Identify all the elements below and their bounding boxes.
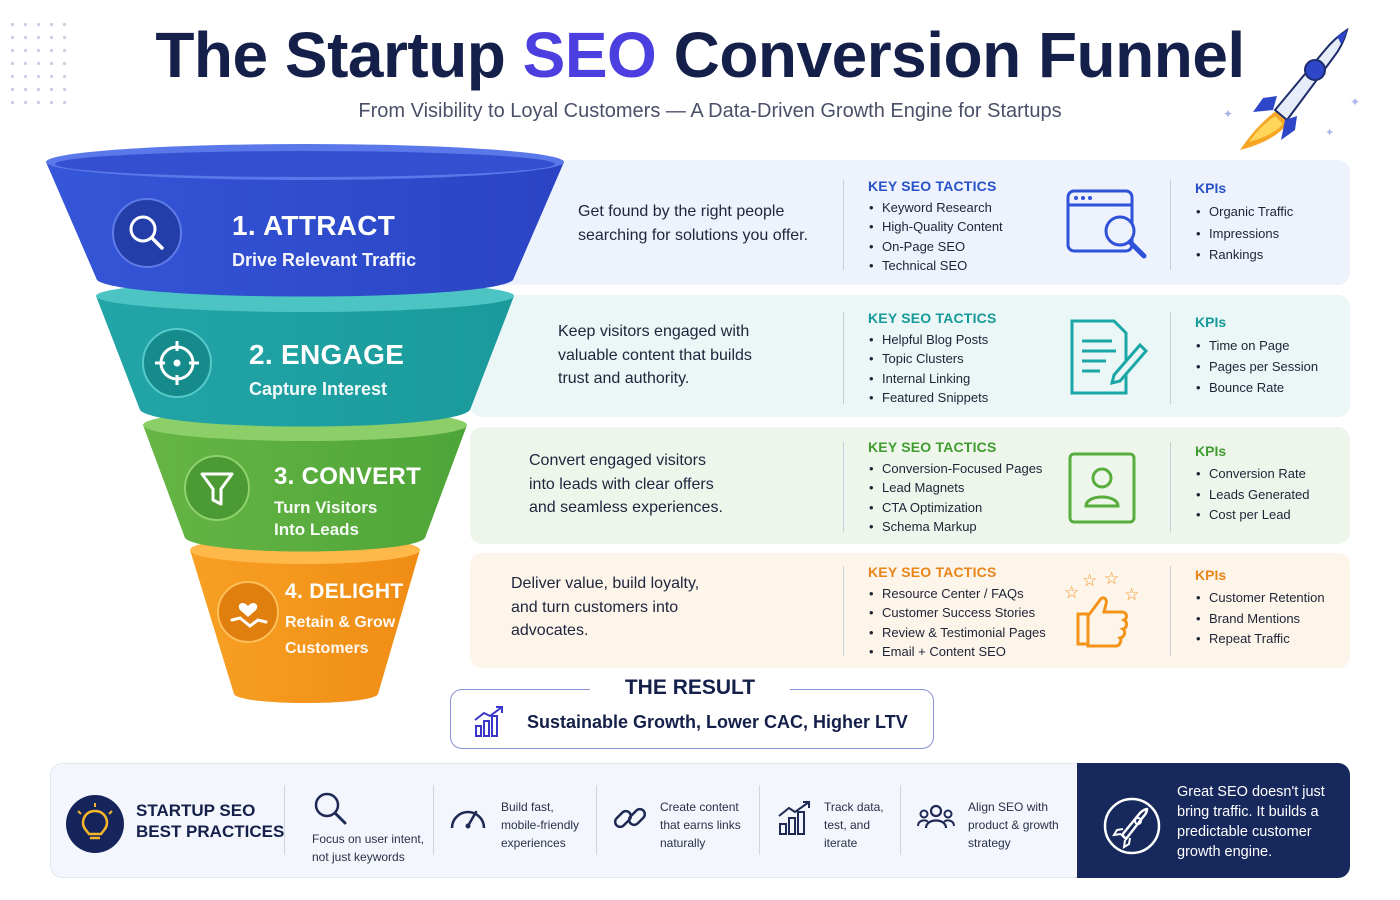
list-item: Conversion Rate	[1195, 464, 1360, 485]
list-item: Helpful Blog Posts	[868, 330, 1078, 350]
svg-text:✦: ✦	[1325, 127, 1334, 139]
list-item: Brand Mentions	[1195, 609, 1360, 630]
list-item: Keyword Research	[868, 198, 1078, 218]
list-item: Organic Traffic	[1195, 201, 1360, 223]
funnel-rim	[96, 280, 514, 312]
separator	[1170, 442, 1171, 532]
tip-1-text: Focus on user intent,not just keywords	[312, 832, 425, 864]
filter-icon	[184, 455, 250, 521]
svg-text:✦: ✦	[1350, 95, 1360, 109]
stage-3-kpis: KPIs Conversion Rate Leads Generated Cos…	[1195, 443, 1360, 526]
stage-2-label: 2. ENGAGE Capture Interest	[249, 339, 405, 399]
speedometer-icon	[450, 810, 486, 829]
link-icon	[613, 807, 647, 829]
result-text: Sustainable Growth, Lower CAC, Higher LT…	[527, 712, 908, 732]
separator	[1170, 566, 1171, 656]
search-icon	[112, 198, 182, 268]
thumbs-up-stars-icon: ☆ ☆ ☆ ☆	[1064, 570, 1139, 648]
separator	[433, 785, 434, 855]
separator	[843, 180, 844, 270]
funnel-rim	[143, 409, 467, 441]
list-item: Internal Linking	[868, 369, 1078, 389]
quote-panel	[1077, 763, 1350, 878]
list-item: Technical SEO	[868, 256, 1078, 276]
separator	[1170, 180, 1171, 270]
separator	[843, 566, 844, 656]
svg-text:☆: ☆	[1064, 583, 1079, 602]
target-icon	[142, 328, 212, 398]
stage-2-tactics: KEY SEO TACTICS Helpful Blog Posts Topic…	[868, 310, 1078, 407]
separator	[843, 442, 844, 532]
list-item: Lead Magnets	[868, 478, 1078, 498]
svg-text:✦: ✦	[1223, 107, 1233, 121]
handshake-heart-icon	[217, 581, 279, 643]
stage-3-tactics: KEY SEO TACTICS Conversion-Focused Pages…	[868, 439, 1078, 536]
growth-chart-icon	[474, 706, 503, 737]
list-item: Pages per Session	[1195, 356, 1360, 377]
decorative-dot-grid	[6, 18, 66, 108]
list-item: Email + Content SEO	[868, 642, 1078, 662]
list-item: Repeat Traffic	[1195, 629, 1360, 650]
bar-chart-icon	[778, 801, 810, 835]
stage-1-tactics: KEY SEO TACTICS Keyword Research High-Qu…	[868, 178, 1078, 275]
result-label: THE RESULT	[590, 676, 790, 700]
list-item: On-Page SEO	[868, 237, 1078, 257]
profile-card-icon	[1068, 452, 1136, 524]
magnifier-icon	[314, 792, 347, 825]
rocket-icon	[1103, 797, 1161, 855]
svg-text:☆: ☆	[1104, 570, 1119, 588]
svg-text:☆: ☆	[1124, 585, 1139, 604]
page-title: The Startup SEO Conversion Funnel	[155, 19, 1245, 91]
stage-1-kpis: KPIs Organic Traffic Impressions Ranking…	[1195, 180, 1360, 266]
page-subtitle: From Visibility to Loyal Customers — A D…	[358, 100, 1062, 122]
list-item: Schema Markup	[868, 517, 1078, 537]
list-item: Customer Success Stories	[868, 603, 1078, 623]
stage-4-tactics: KEY SEO TACTICS Resource Center / FAQs C…	[868, 564, 1078, 661]
svg-text:☆: ☆	[1082, 571, 1097, 590]
stage-4-description: Deliver value, build loyalty,and turn cu…	[511, 575, 700, 639]
list-item: Cost per Lead	[1195, 505, 1360, 526]
list-item: Conversion-Focused Pages	[868, 459, 1078, 479]
document-edit-icon	[1070, 319, 1149, 395]
list-item: Customer Retention	[1195, 588, 1360, 609]
list-item: Bounce Rate	[1195, 377, 1360, 398]
separator	[843, 312, 844, 404]
list-item: Rankings	[1195, 244, 1360, 266]
rocket-icon: ✦ ✦ ✦	[1223, 27, 1360, 150]
separator	[284, 785, 285, 855]
list-item: High-Quality Content	[868, 217, 1078, 237]
separator	[759, 785, 760, 855]
list-item: Leads Generated	[1195, 485, 1360, 506]
separator	[1170, 312, 1171, 404]
list-item: Resource Center / FAQs	[868, 584, 1078, 604]
list-item: CTA Optimization	[868, 498, 1078, 518]
browser-search-icon	[1066, 189, 1147, 259]
team-icon	[917, 804, 955, 829]
list-item: Impressions	[1195, 223, 1360, 245]
lightbulb-icon	[66, 795, 124, 853]
separator	[900, 785, 901, 855]
stage-1-label: 1. ATTRACT Drive Relevant Traffic	[232, 210, 417, 270]
list-item: Review & Testimonial Pages	[868, 623, 1078, 643]
list-item: Topic Clusters	[868, 349, 1078, 369]
stage-4-kpis: KPIs Customer Retention Brand Mentions R…	[1195, 567, 1360, 650]
list-item: Time on Page	[1195, 335, 1360, 356]
separator	[596, 785, 597, 855]
list-item: Featured Snippets	[868, 388, 1078, 408]
stage-2-kpis: KPIs Time on Page Pages per Session Boun…	[1195, 314, 1360, 398]
